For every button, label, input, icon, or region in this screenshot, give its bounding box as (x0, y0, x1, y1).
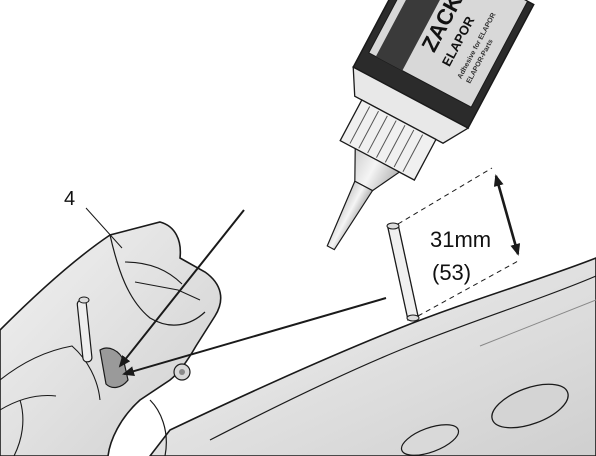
dimension-arrow (493, 174, 521, 256)
dimension-part-number-label: (53) (432, 260, 471, 285)
dimension-length-label: 31mm (430, 227, 491, 252)
glue-bottle: ZACKI ELAPOR Adhesive for ELAPOR ELAPOR-… (326, 0, 535, 251)
dimension-marker: 31mm (53) (397, 167, 521, 317)
dimension-extension-bottom (417, 259, 521, 317)
mount-part (0, 221, 222, 456)
pin-rod (386, 222, 420, 322)
part-label-leader (85, 207, 123, 249)
fuselage-part (148, 257, 596, 456)
part-label: 4 (64, 188, 75, 210)
dimension-extension-top (397, 167, 493, 225)
glue-arrow (118, 209, 245, 368)
insert-arrow (122, 297, 387, 377)
